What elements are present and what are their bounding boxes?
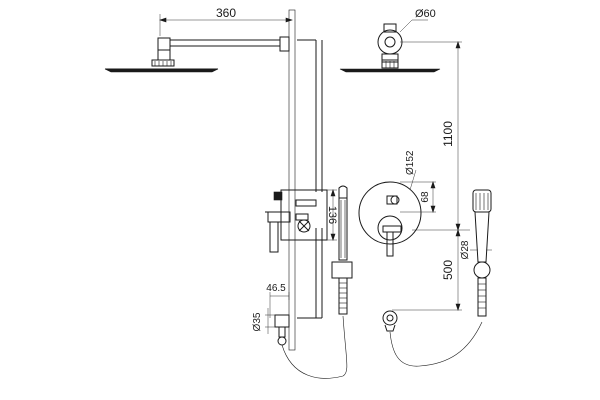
hand-shower-side [331,185,353,315]
dim-outlet-depth: 46.5 [266,283,290,318]
dim-o60-label: Ø60 [415,8,436,20]
dim-handle-diameter: Ø28 [460,240,492,259]
shower-arm [157,36,290,61]
dim-68-label: 68 [420,191,431,203]
dim-o35-label: Ø35 [252,312,263,331]
wall-plate [288,9,296,351]
dim-plate-diameter: Ø152 [405,150,417,191]
dim-total-height: 1100 [400,41,462,231]
dim-360-label: 360 [216,6,236,20]
mixer-plate-front [358,181,422,257]
dim-arm-length: 360 [159,6,293,36]
dim-500-label: 500 [441,260,455,280]
dim-1100-label: 1100 [441,121,455,147]
dim-outlet-diameter: Ø35 [252,308,275,334]
wall-outlet-front [382,310,483,367]
arm-top-view: Ø60 [377,8,436,63]
dim-knob-height: 68 [400,181,436,213]
dim-o152-label: Ø152 [405,150,416,175]
hose-front [389,321,483,367]
wall-outlet-side [274,314,290,346]
dim-136-label: 136 [326,206,338,224]
rain-shower-head-side [104,59,219,73]
hand-shower-front [472,189,492,317]
hose-side [281,315,348,379]
side-view: 360 [104,6,353,379]
riser-pipe [297,39,323,319]
front-view: Ø60 1100 [339,8,492,367]
dim-bar-height: 500 [392,229,470,311]
dim-o28-label: Ø28 [460,240,471,259]
rain-shower-head-front [339,59,441,73]
mixer-valve-side [265,189,328,253]
dim-46-5-label: 46.5 [266,283,286,294]
dim-valve-height: 136 [326,189,338,241]
